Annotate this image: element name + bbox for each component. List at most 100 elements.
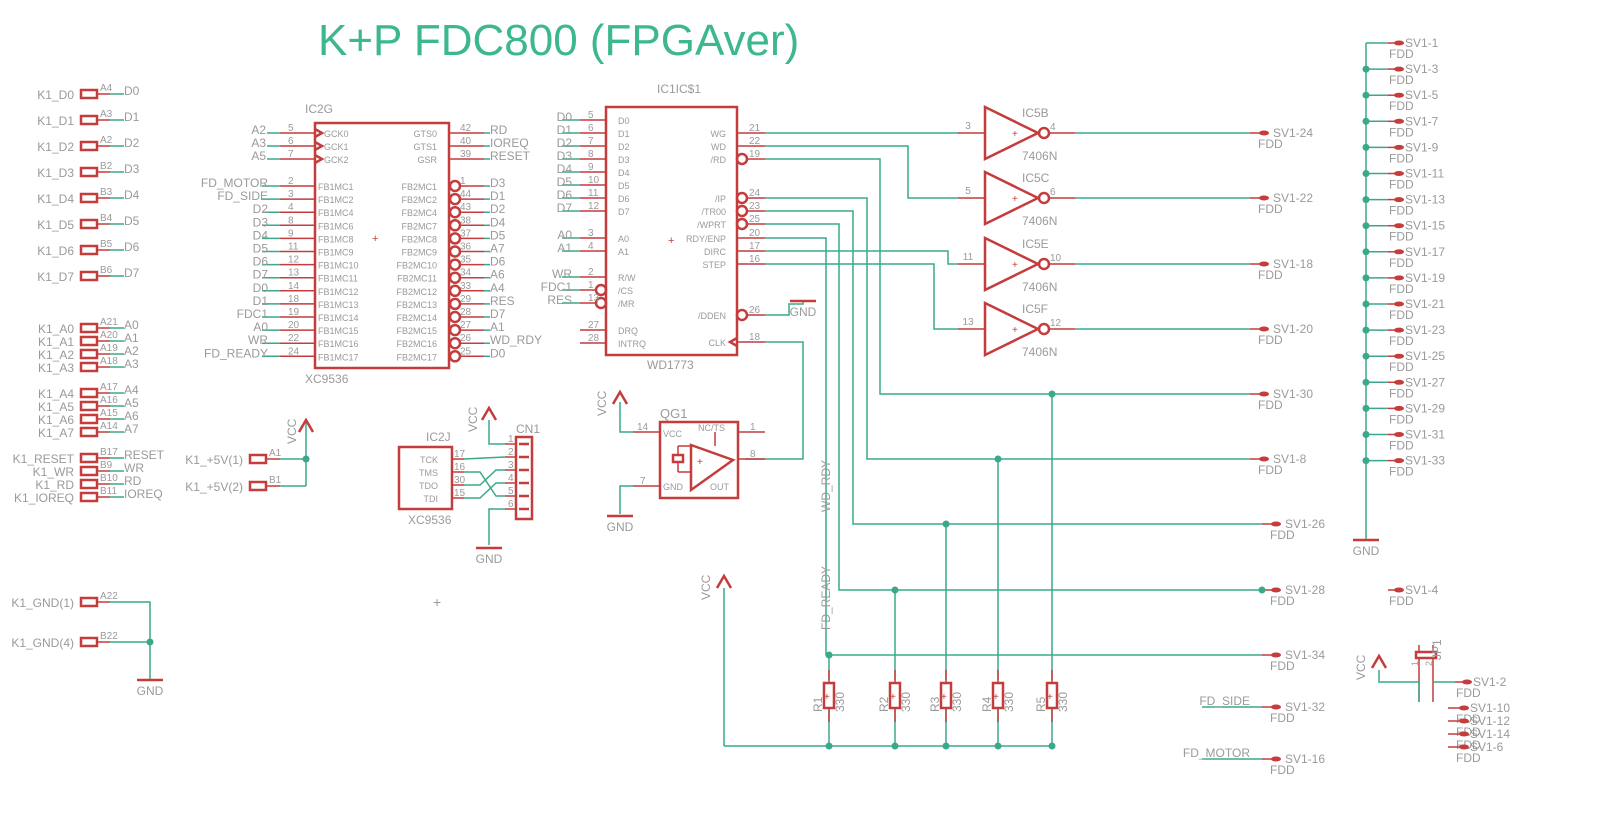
fdd-pin-name: SV1-8: [1273, 452, 1307, 466]
pin-number: 40: [460, 136, 472, 147]
net-label: D3: [557, 149, 573, 163]
wire: [463, 456, 506, 460]
pin-number: 3: [588, 228, 594, 239]
k1-pin-number: B5: [100, 239, 113, 250]
fdd-pin-icon: [1394, 144, 1404, 150]
ground-label: GND: [790, 305, 817, 319]
k1-signal-name: K1_A2: [38, 348, 74, 362]
pin-number: 29: [460, 294, 472, 305]
buffer-name: IC5F: [1022, 302, 1048, 316]
fdd-pin-icon: [1394, 458, 1404, 464]
k1-pin-number: A22: [100, 591, 118, 602]
wire: [110, 601, 151, 680]
net-label: D3: [253, 215, 269, 229]
k1-net-label: D7: [124, 266, 140, 280]
resistor-value: 330: [950, 692, 964, 712]
fdd-pin-icon: [1259, 456, 1269, 462]
pin-name: FB1MC8: [318, 234, 354, 244]
fdd-pin-icon: [1394, 197, 1404, 203]
resistor-name: R4: [980, 696, 994, 712]
wd1773-body: [604, 105, 739, 357]
k1-net-label: WR: [124, 461, 144, 475]
cn1-pin-number: 5: [508, 486, 514, 497]
wire: [464, 471, 505, 497]
clock-pin-icon: [314, 153, 325, 165]
pin-name: FB2MC16: [396, 339, 437, 349]
pin-number: 16: [454, 462, 466, 473]
net-label: WD_RDY: [490, 333, 542, 347]
fdd-connector-label: FDD: [1456, 686, 1481, 700]
junction-dot: [994, 742, 1002, 750]
wd-buffer-wires: [765, 132, 958, 330]
k1-pin-number: A18: [100, 356, 118, 367]
k1-pin-number: A1: [269, 448, 282, 459]
junction-dot: [1258, 586, 1266, 594]
inversion-bubble: [735, 204, 749, 218]
cn1-pin-number: 4: [508, 473, 514, 484]
pin-number: 39: [460, 149, 472, 160]
pin-name: TDO: [419, 481, 438, 491]
buffer-value: 7406N: [1022, 214, 1057, 228]
pin-number: 21: [749, 123, 761, 134]
fdd-connector-label: FDD: [1389, 386, 1414, 400]
pin-number: 6: [288, 136, 294, 147]
k1-power-name: K1_+5V(1): [185, 453, 243, 467]
k1-net-label: A1: [124, 331, 139, 345]
fdd-connector-label: FDD: [1389, 47, 1414, 61]
connector-pad: [79, 88, 99, 100]
k1-signal-name: K1_D1: [37, 114, 74, 128]
pin-number: 11: [588, 188, 599, 199]
net-label: A5: [251, 149, 266, 163]
pin-name: FB1MC17: [318, 352, 359, 362]
k1-ground-name: K1_GND(1): [11, 596, 74, 610]
pin-name: FB1MC15: [318, 326, 359, 336]
net-label: FD_MOTOR: [1183, 746, 1250, 760]
fdd-connector-label: FDD: [1270, 763, 1295, 777]
pin-name: FB1MC14: [318, 313, 359, 323]
pin-name: D0: [618, 116, 630, 126]
fdd-pin-icon: [1394, 275, 1404, 281]
cn1-pin-number: 6: [508, 499, 514, 510]
fdd-pin-icon: [1394, 432, 1404, 437]
pin-number: 14: [288, 281, 300, 292]
fdd-connector-label: FDD: [1258, 137, 1283, 151]
fdd-connector-label: FDD: [1389, 256, 1414, 270]
fdd-pin-icon: [1459, 718, 1469, 724]
k1-pin-number: B11: [100, 486, 117, 497]
inversion-bubble: [735, 217, 749, 231]
fdd-connector-label: FDD: [1270, 711, 1295, 725]
inversion-bubble: [448, 350, 462, 363]
qg1-name: QG1: [660, 406, 687, 421]
connector-pad: [79, 244, 99, 256]
k1-pin-number: A14: [100, 421, 118, 432]
k1-pin-number: B10: [100, 473, 118, 484]
fdd-pin-icon: [1394, 353, 1404, 359]
cn1-name: CN1: [516, 422, 540, 436]
schematic-title: K+P FDC800 (FPGAver): [318, 16, 799, 65]
wire: [765, 223, 1262, 591]
net-label: D2: [557, 136, 573, 150]
k1-signal-name: K1_D4: [37, 192, 74, 206]
ic2j-body: [397, 445, 454, 511]
wire: [765, 300, 804, 316]
net-label: D7: [490, 307, 506, 321]
buffer-value: 7406N: [1022, 280, 1057, 294]
k1-pin-number: A21: [100, 317, 118, 328]
pin-number: 5: [288, 123, 294, 134]
pin-name: GND: [663, 482, 684, 492]
net-label: D1: [253, 294, 269, 308]
k1-net-label: A0: [124, 318, 139, 332]
wd1773-value: WD1773: [647, 358, 694, 372]
ground-label: GND: [1353, 544, 1380, 558]
wd1773-name: IC1IC$1: [657, 82, 701, 96]
k1-net-label: RD: [124, 474, 142, 488]
pin-number: 13: [288, 268, 300, 279]
